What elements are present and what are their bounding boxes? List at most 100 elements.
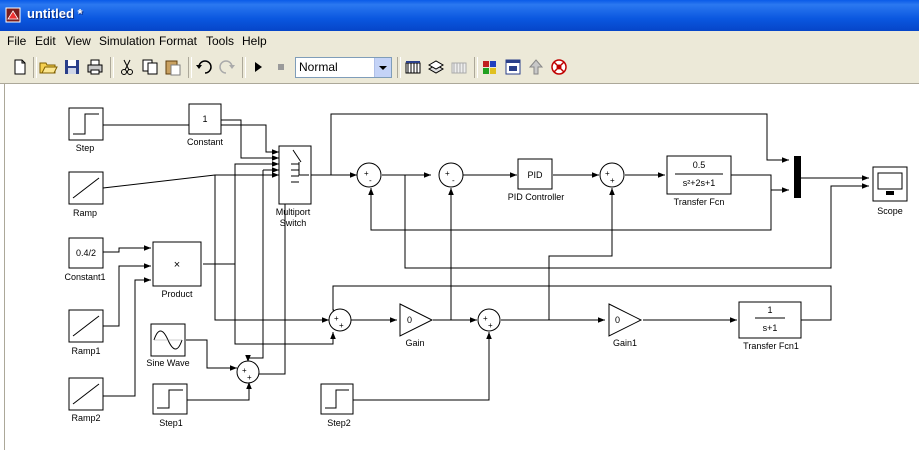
product-label: Product [161, 289, 193, 299]
ramp1-block[interactable]: Ramp1 [68, 309, 104, 356]
menu-simulation[interactable]: Simulation [99, 34, 156, 48]
stop-simulation-icon[interactable] [271, 57, 291, 77]
toolbar-separator [33, 57, 37, 78]
pid-controller-label: PID Controller [508, 192, 565, 202]
library-browser-icon[interactable] [480, 57, 500, 77]
constant1-value: 0.4/2 [76, 248, 96, 258]
signal-lines [102, 113, 869, 401]
multiport-switch-label-2: Switch [280, 218, 307, 228]
gain1-value: 0 [615, 315, 620, 325]
ramp-label: Ramp [73, 208, 97, 218]
constant-label: Constant [187, 137, 224, 147]
transfer-fcn1-denominator: s+1 [763, 323, 778, 333]
constant1-block[interactable]: 0.4/2 Constant1 [64, 237, 106, 282]
toolbar-separator [397, 57, 401, 78]
svg-text:+: + [242, 366, 247, 375]
build-icon[interactable] [403, 57, 423, 77]
model-canvas[interactable]: Step 1 Constant Ramp Multiport Switch 0.… [4, 84, 919, 450]
sine-wave-label: Sine Wave [146, 358, 189, 368]
gain-label: Gain [405, 338, 424, 348]
pid-controller-block[interactable]: PID PID Controller [508, 158, 565, 202]
window-title: untitled * [27, 6, 83, 21]
redo-icon[interactable] [217, 57, 237, 77]
transfer-fcn-block[interactable]: 0.5 s²+2s+1 Transfer Fcn [666, 155, 732, 207]
update-diagram-icon[interactable] [426, 57, 446, 77]
constant1-label: Constant1 [64, 272, 105, 282]
step-block[interactable]: Step [68, 107, 104, 153]
paste-icon[interactable] [163, 57, 183, 77]
save-icon[interactable] [62, 57, 82, 77]
multiport-switch-block[interactable]: Multiport Switch [276, 145, 312, 228]
simulation-mode-value: Normal [299, 60, 338, 74]
transfer-fcn-denominator: s²+2s+1 [683, 178, 716, 188]
cut-icon[interactable] [117, 57, 137, 77]
simulink-app-icon[interactable] [5, 7, 21, 23]
sum-block[interactable]: ++ [599, 162, 625, 188]
ramp-block[interactable]: Ramp [68, 171, 104, 218]
scope-label: Scope [877, 206, 903, 216]
sine-wave-block[interactable]: Sine Wave [146, 323, 190, 368]
svg-text:+: + [483, 314, 488, 323]
svg-text:-: - [452, 176, 455, 185]
svg-text:+: + [488, 321, 493, 330]
open-folder-icon[interactable] [38, 57, 58, 77]
transfer-fcn-numerator: 0.5 [693, 160, 706, 170]
product-block[interactable]: × Product [152, 241, 202, 299]
toolbar [0, 52, 919, 84]
svg-text:+: + [247, 373, 252, 382]
mux-block[interactable] [794, 156, 801, 198]
gain1-block[interactable]: 0 Gain1 [608, 303, 643, 348]
sum-block[interactable]: +- [356, 162, 382, 188]
step2-label: Step2 [327, 418, 351, 428]
transfer-fcn1-label: Transfer Fcn1 [743, 341, 799, 351]
gain1-label: Gain1 [613, 338, 637, 348]
block-diagram: Step 1 Constant Ramp Multiport Switch 0.… [64, 103, 908, 428]
menu-tools[interactable]: Tools [206, 34, 235, 48]
step1-label: Step1 [159, 418, 183, 428]
menu-help[interactable]: Help [242, 34, 267, 48]
constant-block[interactable]: 1 Constant [187, 103, 224, 147]
title-bar: untitled * [0, 0, 919, 31]
undo-icon[interactable] [194, 57, 214, 77]
menu-view[interactable]: View [65, 34, 91, 48]
svg-text:+: + [605, 169, 610, 178]
scope-block[interactable]: Scope [872, 166, 908, 216]
constant-value: 1 [202, 114, 207, 124]
gain-block[interactable]: 0 Gain [399, 303, 434, 348]
step-label: Step [76, 143, 95, 153]
toolbar-separator [474, 57, 478, 78]
sum-block[interactable]: ++ [328, 308, 352, 332]
debug-icon[interactable] [549, 57, 569, 77]
transfer-fcn1-numerator: 1 [767, 305, 772, 315]
svg-text:+: + [339, 321, 344, 330]
new-file-icon[interactable] [10, 57, 30, 77]
ramp1-label: Ramp1 [71, 346, 100, 356]
svg-text:-: - [369, 176, 372, 185]
transfer-fcn1-block[interactable]: 1 s+1 Transfer Fcn1 [738, 301, 802, 351]
copy-icon[interactable] [140, 57, 160, 77]
go-to-parent-icon[interactable] [526, 57, 546, 77]
svg-text:+: + [610, 176, 615, 185]
ramp2-block[interactable]: Ramp2 [68, 377, 104, 423]
toolbar-separator [188, 57, 192, 78]
chevron-down-icon[interactable] [374, 58, 391, 77]
print-icon[interactable] [85, 57, 105, 77]
menu-format[interactable]: Format [159, 34, 198, 48]
toolbar-separator [110, 57, 114, 78]
sum-block[interactable]: +- [438, 162, 464, 188]
menu-edit[interactable]: Edit [35, 34, 56, 48]
multiport-switch-label-1: Multiport [276, 207, 311, 217]
step1-block[interactable]: Step1 [152, 383, 188, 428]
transfer-fcn-label: Transfer Fcn [674, 197, 725, 207]
menu-file[interactable]: File [7, 34, 27, 48]
simulation-mode-select[interactable]: Normal [295, 57, 392, 78]
svg-text:+: + [364, 169, 369, 178]
step2-block[interactable]: Step2 [320, 383, 354, 428]
toolbar-separator [242, 57, 246, 78]
build-subsystem-icon[interactable] [449, 57, 469, 77]
start-simulation-icon[interactable] [248, 57, 268, 77]
product-symbol: × [174, 259, 180, 271]
sum-block[interactable]: ++ [236, 360, 260, 384]
sum-block[interactable]: ++ [477, 308, 501, 332]
model-explorer-icon[interactable] [503, 57, 523, 77]
